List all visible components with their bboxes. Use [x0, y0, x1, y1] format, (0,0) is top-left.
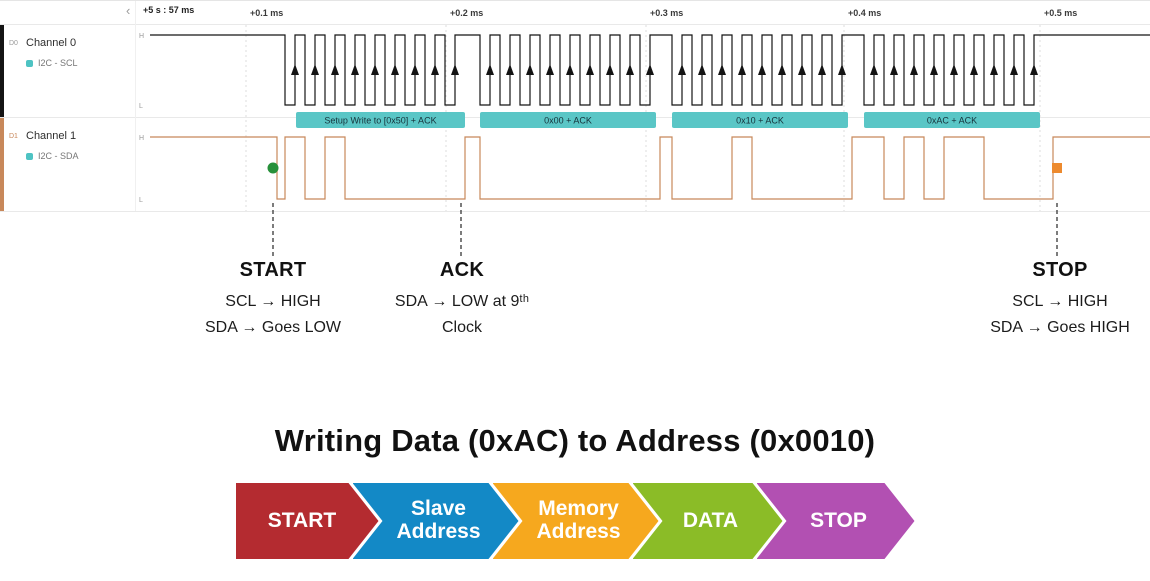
- clock-rising-edge-arrow: [646, 64, 654, 75]
- stop-condition-marker: [1052, 163, 1062, 173]
- level-label: L: [139, 197, 143, 204]
- clock-rising-edge-arrow: [738, 64, 746, 75]
- panel-bottom-divider: [0, 211, 1150, 212]
- i2c-annotation-bar[interactable]: [672, 112, 848, 128]
- clock-rising-edge-arrow: [950, 64, 958, 75]
- time-tick-label: +0.5 ms: [1044, 8, 1077, 18]
- clock-rising-edge-arrow: [486, 64, 494, 75]
- clock-rising-edge-arrow: [411, 64, 419, 75]
- clock-rising-edge-arrow: [451, 64, 459, 75]
- channel-1-color-strip: [0, 118, 4, 211]
- flow-step-label: Memory Address: [536, 497, 621, 543]
- channel-1-name: Channel 1: [26, 130, 77, 142]
- footer-title: Writing Data (0xAC) to Address (0x0010): [274, 423, 876, 458]
- clock-rising-edge-arrow: [371, 64, 379, 75]
- clock-rising-edge-arrow: [778, 64, 786, 75]
- start-callout-title: START: [239, 259, 307, 281]
- clock-rising-edge-arrow: [566, 64, 574, 75]
- sidebar-divider: [135, 1, 136, 211]
- clock-rising-edge-arrow: [678, 64, 686, 75]
- analyzer-color-chip-icon: [26, 59, 33, 67]
- time-tick-label: +0.3 ms: [650, 8, 683, 18]
- footer-section: Writing Data (0xAC) to Address (0x0010) …: [0, 353, 1150, 559]
- clock-rising-edge-arrow: [718, 64, 726, 75]
- time-tick-label: +0.2 ms: [450, 8, 483, 18]
- clock-rising-edge-arrow: [870, 64, 878, 75]
- i2c-annotation-bar[interactable]: [480, 112, 656, 128]
- logic-analyzer-panel: ‹ +5 s : 57 ms D0 Channel 0 I2C - SCL D1…: [0, 0, 1150, 341]
- flow-step-start: START: [236, 483, 379, 559]
- clock-rising-edge-arrow: [351, 64, 359, 75]
- clock-rising-edge-arrow: [818, 64, 826, 75]
- clock-rising-edge-arrow: [311, 64, 319, 75]
- start-callout-line: SDA → Goes LOW: [204, 318, 342, 336]
- channel-1-row[interactable]: D1 Channel 1 I2C - SDA: [0, 118, 135, 211]
- i2c-annotation-label: 0x00 + ACK: [544, 116, 592, 126]
- flow-step-label: STOP: [810, 508, 867, 532]
- stop-callout-line: SDA → Goes HIGH: [990, 318, 1130, 336]
- clock-rising-edge-arrow: [526, 64, 534, 75]
- clock-rising-edge-arrow: [990, 64, 998, 75]
- clock-rising-edge-arrow: [1030, 64, 1038, 75]
- i2c-annotation-label: Setup Write to [0x50] + ACK: [324, 116, 436, 126]
- clock-rising-edge-arrow: [838, 64, 846, 75]
- scl-trace: [150, 34, 1150, 106]
- sda-trace: [150, 136, 1150, 200]
- clock-rising-edge-arrow: [1010, 64, 1018, 75]
- channel-1-id: D1: [9, 133, 18, 140]
- level-label: H: [139, 135, 144, 142]
- i2c-annotation-bar[interactable]: [864, 112, 1040, 128]
- clock-rising-edge-arrow: [606, 64, 614, 75]
- clock-rising-edge-arrow: [890, 64, 898, 75]
- clock-rising-edge-arrow: [798, 64, 806, 75]
- ack-callout-line: SDA → LOW at 9ᵗʰ: [394, 293, 530, 310]
- clock-rising-edge-arrow: [930, 64, 938, 75]
- stop-callout: STOP SCL → HIGH SDA → Goes HIGH: [940, 259, 1150, 341]
- protocol-flow: START Slave Address Memory Address DATA STOP: [0, 483, 1150, 559]
- clock-rising-edge-arrow: [291, 64, 299, 75]
- collapse-sidebar-icon[interactable]: ‹: [126, 3, 131, 18]
- channel-1-analyzer-label: I2C - SDA: [38, 151, 79, 161]
- i2c-annotation-label: 0xAC + ACK: [927, 116, 977, 126]
- time-tick-label: +0.4 ms: [848, 8, 881, 18]
- analyzer-color-chip-icon: [26, 152, 33, 160]
- flow-step-label: Slave Address: [396, 497, 481, 543]
- start-callout-line: SCL → HIGH: [225, 293, 321, 310]
- time-tick-label: +0.1 ms: [250, 8, 283, 18]
- clock-rising-edge-arrow: [431, 64, 439, 75]
- channel-0-id: D0: [9, 40, 18, 47]
- level-label: H: [139, 33, 144, 40]
- channel-0-analyzer-label: I2C - SCL: [38, 58, 78, 68]
- ack-callout: ACK SDA → LOW at 9ᵗʰ Clock: [342, 259, 582, 341]
- clock-rising-edge-arrow: [758, 64, 766, 75]
- clock-rising-edge-arrow: [506, 64, 514, 75]
- ack-callout-title: ACK: [439, 259, 485, 281]
- channel-0-name: Channel 0: [26, 37, 77, 49]
- i2c-annotation-bar[interactable]: [296, 112, 465, 128]
- clock-rising-edge-arrow: [910, 64, 918, 75]
- waveform-canvas[interactable]: +0.1 ms +0.2 ms +0.3 ms +0.4 ms +0.5 ms H L H L S…: [0, 1, 1150, 259]
- channel-0-color-strip: [0, 25, 4, 117]
- start-callout: START SCL → HIGH SDA → Goes LOW: [153, 259, 393, 341]
- i2c-annotation-label: 0x10 + ACK: [736, 116, 784, 126]
- stop-callout-line: SCL → HIGH: [1012, 293, 1108, 310]
- clock-rising-edge-arrow: [546, 64, 554, 75]
- start-condition-marker: [267, 162, 279, 174]
- stop-callout-title: STOP: [1032, 259, 1088, 281]
- level-label: L: [139, 103, 143, 110]
- flow-step-label: START: [267, 508, 337, 532]
- clock-rising-edge-arrow: [331, 64, 339, 75]
- channel-0-row[interactable]: D0 Channel 0 I2C - SCL: [0, 25, 135, 117]
- clock-rising-edge-arrow: [698, 64, 706, 75]
- clock-rising-edge-arrow: [970, 64, 978, 75]
- clock-rising-edge-arrow: [626, 64, 634, 75]
- ack-callout-line: Clock: [441, 318, 482, 336]
- timeline-divider: [0, 24, 1150, 25]
- clock-rising-edge-arrow: [391, 64, 399, 75]
- timeline-cursor-label: +5 s : 57 ms: [143, 5, 195, 15]
- clock-rising-edge-arrow: [586, 64, 594, 75]
- flow-step-label: DATA: [682, 508, 739, 532]
